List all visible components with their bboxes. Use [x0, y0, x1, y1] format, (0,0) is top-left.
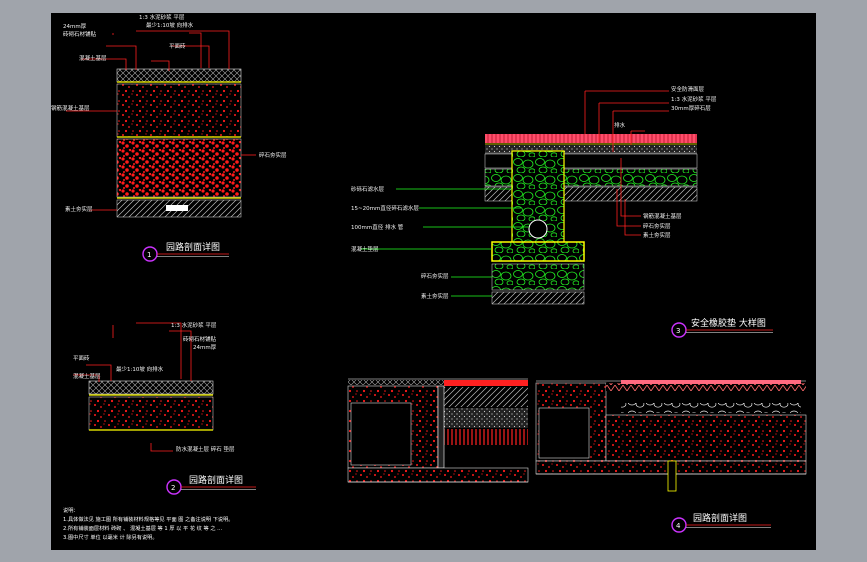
- note-2: 2.所有铺装面层材料 砖砌 、 混凝土基层 等 1 厚 以 平 花 纹 等 之 …: [63, 524, 222, 532]
- label-mortar-3: 1:3 水泥砂浆 平层: [671, 95, 717, 103]
- label-soil: 素土夯实层: [65, 205, 93, 213]
- section-2-detail: 1:3 水泥砂浆 平层 砖砌石材铺贴 平面砖 混凝土基层 最少1:10坡 向排水…: [73, 321, 256, 495]
- label-mortar: 1:3 水泥砂浆 平层: [139, 13, 185, 21]
- section-title-3: 安全橡胶垫 大样图: [691, 317, 766, 329]
- concrete-base-layer: [116, 83, 242, 138]
- section-4-detail: 4 园路剖面详图: [347, 378, 807, 533]
- section-title-1: 园路剖面详图: [166, 241, 220, 253]
- section-number-3: 3: [676, 327, 680, 335]
- label-paving-2: 砖砌石材铺贴: [183, 335, 217, 343]
- section-title-2: 园路剖面详图: [189, 474, 243, 486]
- section-number-1: 1: [147, 251, 151, 259]
- gravel-layer: [116, 138, 242, 198]
- label-mortar-2: 1:3 水泥砂浆 平层: [171, 321, 217, 329]
- rubber-mat-surface: [485, 134, 697, 143]
- label-antislip: 安全防滑面层: [671, 85, 705, 93]
- drain-pipe: [528, 219, 548, 239]
- label-drainage: 排水: [614, 121, 626, 129]
- surface-tile-layer-2: [88, 380, 214, 395]
- label-filter-sand: 砂砾石滤水层: [351, 185, 385, 193]
- note-1: 1.具体做法见 施工图 所有铺装材料规格等见 平面 图 之备注说明 下说明。: [63, 515, 233, 523]
- label-paving: 砖砌石材铺贴: [63, 30, 97, 38]
- drawing-canvas: 1:3 水泥砂浆 平层 24mm厚 砖砌石材铺贴 最少1:10坡 向排水 平面砖…: [51, 13, 816, 550]
- label-rc-base: 钢筋混凝土基层: [51, 104, 90, 112]
- base-layer-2: [88, 396, 214, 431]
- section-3-detail: 安全防滑面层 1:3 水泥砂浆 平层 30mm厚碎石层 排水 砂砾石滤水层 15…: [351, 85, 773, 338]
- label-gravel-3: 碎石夯实层: [421, 272, 449, 280]
- label-concrete-pad: 混凝土垫层: [351, 245, 379, 253]
- label-gravel-30: 30mm厚碎石层: [671, 104, 711, 112]
- cad-drawing: 1:3 水泥砂浆 平层 24mm厚 砖砌石材铺贴 最少1:10坡 向排水 平面砖…: [51, 13, 807, 541]
- label-soil-3b: 素土夯实层: [643, 231, 671, 239]
- section-1-detail: 1:3 水泥砂浆 平层 24mm厚 砖砌石材铺贴 最少1:10坡 向排水 平面砖…: [51, 13, 287, 262]
- label-concrete-base: 混凝土基层: [79, 54, 107, 62]
- general-notes: 说明： 1.具体做法见 施工图 所有铺装材料规格等见 平面 图 之备注说明 下说…: [63, 506, 233, 541]
- label-soil-3: 素土夯实层: [421, 292, 449, 300]
- label-waterproof-2: 防水混凝土层 碎石 垫层: [176, 445, 235, 453]
- notes-heading: 说明：: [63, 506, 79, 514]
- section-number-4: 4: [676, 522, 681, 530]
- label-pipe: 100mm直径 排水 管: [351, 223, 404, 231]
- label-slope: 最少1:10坡 向排水: [146, 21, 194, 29]
- section-number-2: 2: [171, 484, 175, 492]
- label-filter-gravel: 15~20mm直径碎石滤水层: [351, 204, 419, 212]
- label-gravel-3b: 碎石夯实层: [643, 222, 671, 230]
- label-rc-3: 钢筋混凝土基层: [643, 212, 682, 220]
- label-brick-2: 平面砖: [73, 354, 90, 362]
- label-thickness: 24mm厚: [63, 23, 87, 30]
- surface-tile-layer: [116, 68, 242, 83]
- label-gravel: 碎石夯实层: [259, 151, 287, 159]
- label-concrete-2: 混凝土基层: [73, 372, 101, 380]
- section-title-4: 园路剖面详图: [693, 512, 747, 524]
- note-3: 3.图中尺寸 单位 以毫米 计 除另有说明。: [63, 533, 158, 541]
- label-slope-2: 最少1:10坡 向排水: [116, 365, 164, 373]
- label-brick: 平面砖: [169, 42, 186, 50]
- concrete-footing: [491, 241, 585, 262]
- label-thickness-2: 24mm厚: [193, 344, 217, 351]
